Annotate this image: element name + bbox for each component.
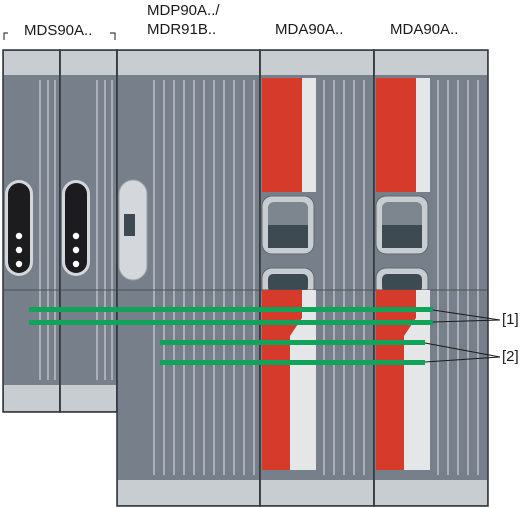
label-mda-1: MDA90A.. [275,21,344,38]
label-mda-2: MDA90A.. [390,21,459,38]
mda-module-1 [259,49,375,507]
mds-led-panel-1 [5,180,33,276]
mds-bracket [3,32,116,40]
callout-leaders [424,309,501,363]
label-mdp-line1: MDP90A../ [147,2,220,19]
busbars-lower [160,340,425,365]
mds-module-2 [59,49,118,413]
busbars-upper [29,307,433,325]
label-mdp-line2: MDR91B.. [147,21,217,38]
mda-display-2 [375,195,429,299]
callout-2: [2] [502,348,519,365]
callout-1: [1] [502,311,519,328]
mda-module-2 [373,49,489,507]
mds-led-panel-2 [62,180,90,276]
mda-display-1 [261,195,315,299]
label-mds: MDS90A.. [24,22,93,39]
mdp-module [116,49,261,507]
mds-module-1 [2,49,61,413]
mdp-display-panel [118,179,148,281]
